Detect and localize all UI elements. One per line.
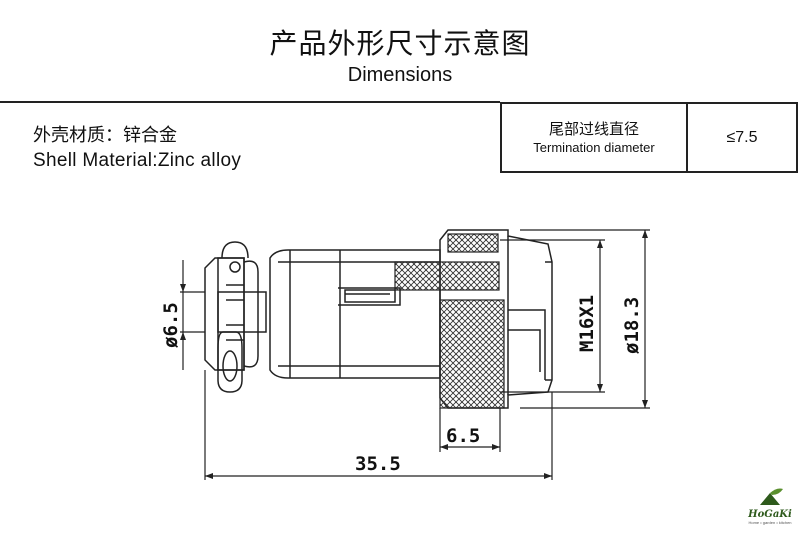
brand-logo: HoGaKi Home • garden • kitchen [743, 487, 797, 529]
spec-label-cell: 尾部过线直径 Termination diameter [502, 104, 688, 171]
leaf-house-icon [760, 488, 783, 505]
dim-total-length: 35.5 [355, 453, 401, 475]
spec-label-cn: 尾部过线直径 [548, 119, 639, 138]
logo-name: HoGaKi [748, 509, 792, 520]
spec-label-en: Termination diameter [533, 139, 655, 155]
dim-outer-diameter: ø18.3 [621, 297, 643, 354]
shell-material-cn: 外壳材质：锌合金 [33, 125, 177, 146]
page-title: 产品外形尺寸示意图 [269, 27, 531, 60]
header-divider [0, 101, 500, 103]
dim-thread: M16X1 [576, 295, 598, 352]
shell-material-en: Shell Material:Zinc alloy [33, 150, 242, 171]
logo-tagline: Home • garden • kitchen [748, 520, 792, 525]
dimension-lines [180, 229, 650, 480]
dim-nut-width: 6.5 [446, 425, 480, 447]
spec-table: 尾部过线直径 Termination diameter ≤7.5 [500, 102, 798, 173]
page-subtitle: Dimensions [347, 64, 453, 86]
hatched-sections [394, 233, 505, 409]
dim-pin-diameter: ø6.5 [160, 302, 182, 348]
dimension-arrows [180, 230, 648, 479]
spec-value-cell: ≤7.5 [726, 128, 758, 146]
